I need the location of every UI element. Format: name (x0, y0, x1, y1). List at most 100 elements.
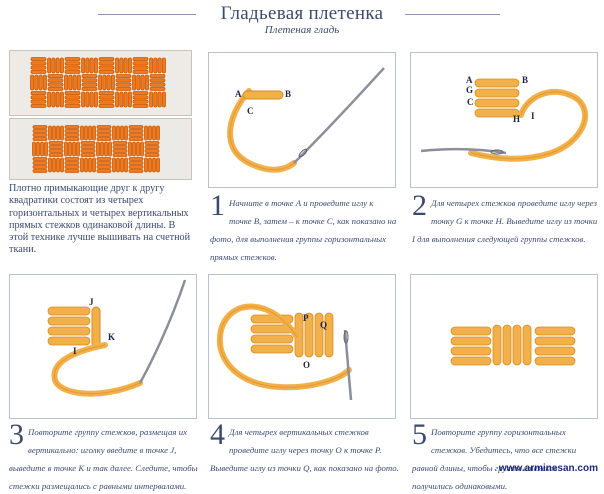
photo-stitch (133, 104, 148, 107)
photo-stitch (82, 79, 97, 82)
photo-stitch (31, 66, 46, 69)
photo-stitch (65, 92, 80, 95)
stitch (251, 345, 293, 353)
stitch (513, 325, 521, 365)
photo-stitch (33, 170, 47, 173)
photo-stitch (90, 58, 93, 73)
photo-stitch (65, 62, 80, 65)
photo-stitch (99, 96, 114, 99)
photo-stitch (97, 166, 111, 169)
photo-stitch (113, 158, 116, 172)
photo-stitch (48, 92, 51, 107)
photo-stitch (89, 158, 92, 172)
photo-stitch (39, 75, 42, 90)
photo-stitch (129, 138, 143, 141)
photo-stitch (31, 75, 34, 90)
photo-stitch (53, 126, 56, 140)
photo-stitch (69, 75, 72, 90)
stitch (48, 317, 90, 325)
page-subtitle: Плетеная гладь (0, 24, 604, 36)
step-4-text: Для четырех вертикальных стежков проведи… (210, 427, 399, 473)
photo-stitch (49, 126, 52, 140)
photo-stitch (57, 158, 60, 172)
photo-stitch (154, 92, 157, 107)
point-i-label: I (531, 111, 535, 121)
photo-stitch (113, 150, 127, 153)
point-c-label: C (467, 97, 474, 107)
photo-stitch (31, 62, 46, 65)
photo-stitch (150, 92, 153, 107)
photo-stitch (65, 162, 79, 165)
photo-stitch (43, 75, 46, 90)
photo-stitch (56, 92, 59, 107)
photo-stitch (86, 92, 89, 107)
watermark-url: www.arminesan.com (499, 463, 598, 474)
photo-stitch (121, 158, 124, 172)
photo-stitch (137, 75, 140, 90)
step-1-panel: A B C (208, 52, 396, 188)
photo-stitch (141, 75, 144, 90)
step-1-caption: 1 Начните в точке A и проведите иглу к т… (210, 193, 398, 265)
photo-stitch (33, 130, 47, 133)
photo-stitch (31, 100, 46, 103)
stitch (48, 307, 90, 315)
photo-stitch (82, 92, 85, 107)
step-2-caption: 2 Для четырех стежков проведите иглу чер… (412, 193, 600, 247)
step-3-panel: J K I (9, 274, 197, 419)
photo-stitch (101, 142, 104, 156)
photo-stitch (120, 58, 123, 73)
photo-stitch (97, 130, 111, 133)
photo-stitch (37, 142, 40, 156)
photo-stitch (129, 134, 143, 137)
photo-stitch (60, 92, 63, 107)
photo-stitch (65, 58, 80, 61)
photo-stitch (82, 58, 85, 73)
title-rule-left (98, 14, 196, 15)
point-g-label: G (466, 85, 473, 95)
photo-stitch (48, 79, 63, 82)
photo-stitch (45, 142, 48, 156)
stitch (475, 99, 519, 107)
stitch-photo-top-image (10, 51, 191, 115)
photo-stitch (61, 158, 64, 172)
photo-stitch (99, 66, 114, 69)
photo-stitch (107, 75, 110, 90)
photo-stitch (81, 142, 95, 145)
photo-stitch (137, 142, 140, 156)
photo-stitch (133, 92, 148, 95)
photo-stitch (133, 142, 136, 156)
photo-stitch (97, 134, 111, 137)
step-4-panel: P Q O (208, 274, 396, 419)
photo-stitch (145, 158, 148, 172)
photo-stitch (149, 126, 152, 140)
point-b-label: B (285, 89, 291, 99)
photo-stitch (116, 79, 131, 82)
photo-stitch (113, 142, 127, 145)
step-3-caption: 3 Повторите группу стежков, размещая их … (9, 422, 201, 494)
photo-stitch (48, 58, 51, 73)
photo-stitch (65, 130, 79, 133)
photo-stitch (81, 154, 95, 157)
photo-stitch (133, 100, 148, 103)
photo-stitch (56, 58, 59, 73)
step-4-illustration (209, 275, 395, 418)
photo-stitch (48, 87, 63, 90)
photo-stitch (150, 87, 165, 90)
photo-stitch (150, 75, 165, 78)
step-2-illustration (411, 53, 597, 187)
photo-stitch (77, 142, 80, 156)
photo-stitch (149, 158, 152, 172)
photo-stitch (158, 92, 161, 107)
photo-stitch (65, 96, 80, 99)
photo-stitch (61, 126, 64, 140)
point-j-label: J (89, 297, 94, 307)
photo-stitch (65, 104, 80, 107)
stitch (523, 325, 531, 365)
photo-stitch (97, 170, 111, 173)
stitch (48, 337, 90, 345)
point-a-label: A (235, 89, 242, 99)
stitch (535, 357, 575, 365)
photo-stitch (41, 142, 44, 156)
page-title: Гладьевая плетенка (0, 3, 604, 25)
photo-stitch (125, 126, 128, 140)
